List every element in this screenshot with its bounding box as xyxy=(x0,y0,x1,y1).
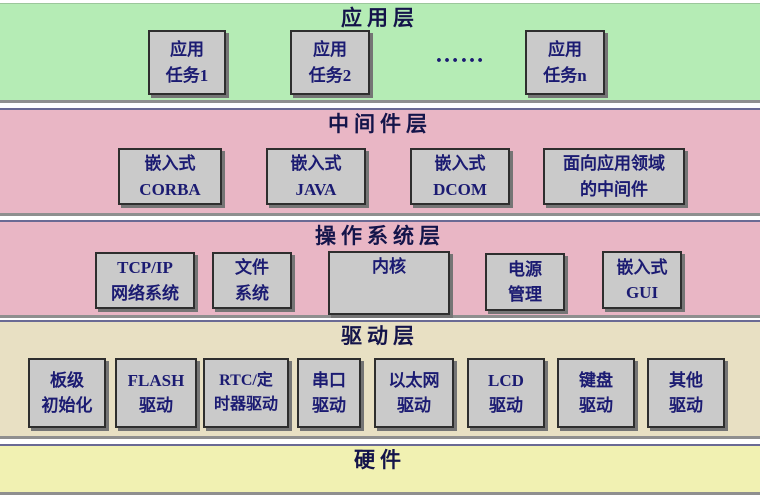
box-serial-driver: 串口 驱动 xyxy=(297,358,361,428)
box-label-line: DCOM xyxy=(433,179,487,199)
box-label-line: 面向应用领域 xyxy=(563,154,665,173)
box-embedded-java: 嵌入式 JAVA xyxy=(266,148,366,205)
box-label-line: 应用 xyxy=(313,40,347,59)
layer-hardware: 硬件 xyxy=(0,444,760,495)
box-label-line: 其他 xyxy=(669,370,703,390)
box-label-line: RTC/定 xyxy=(219,372,273,389)
ellipsis-dots: …… xyxy=(435,42,485,68)
layer-title-os: 操作系统层 xyxy=(315,224,445,248)
box-flash-driver: FLASH 驱动 xyxy=(115,358,197,428)
box-label-line: 初始化 xyxy=(41,396,93,415)
box-tcpip-network: TCP/IP 网络系统 xyxy=(95,252,195,309)
layer-title-hardware: 硬件 xyxy=(354,448,406,472)
box-label-line: GUI xyxy=(625,283,659,302)
layer-middleware: 中间件层 嵌入式 CORBA 嵌入式 JAVA 嵌入式 DCOM 面向应用领域 … xyxy=(0,108,760,216)
box-label-line: 管理 xyxy=(508,285,542,304)
box-ethernet-driver: 以太网 驱动 xyxy=(374,358,454,428)
box-label-line: 键盘 xyxy=(579,370,613,390)
box-label-line: CORBA xyxy=(139,179,201,199)
box-label-line: 的中间件 xyxy=(580,179,648,199)
box-label-line: 文件 xyxy=(235,258,269,277)
box-other-driver: 其他 驱动 xyxy=(647,358,725,428)
layer-application: 应用层 应用 任务1 应用 任务2 …… 应用 任务n xyxy=(0,3,760,103)
box-label-line: 任务2 xyxy=(308,65,352,85)
box-label-line: 嵌入式 xyxy=(616,257,668,277)
box-label-line: 板级 xyxy=(50,370,84,390)
layer-os: 操作系统层 TCP/IP 网络系统 文件 系统 内核 电源 管理 嵌入式 GUI xyxy=(0,220,760,318)
box-label-line: 系统 xyxy=(235,283,269,303)
box-keyboard-driver: 键盘 驱动 xyxy=(557,358,635,428)
box-app-task-1: 应用 任务1 xyxy=(148,30,226,95)
box-label-line: LCD xyxy=(488,370,524,390)
box-power-management: 电源 管理 xyxy=(485,253,565,311)
box-label-line: JAVA xyxy=(295,179,337,199)
box-label-line: 串口 xyxy=(312,370,346,390)
box-rtc-timer-driver: RTC/定 时器驱动 xyxy=(203,358,289,428)
box-kernel: 内核 xyxy=(328,251,450,315)
box-label-line: 应用 xyxy=(548,40,582,59)
box-app-task-2: 应用 任务2 xyxy=(290,30,370,95)
box-label-line: TCP/IP xyxy=(117,258,173,277)
box-domain-middleware: 面向应用领域 的中间件 xyxy=(543,148,685,205)
box-file-system: 文件 系统 xyxy=(212,252,292,309)
box-label-line: 嵌入式 xyxy=(290,154,342,173)
layer-driver: 驱动层 板级 初始化 FLASH 驱动 RTC/定 时器驱动 串口 驱动 以太网… xyxy=(0,320,760,439)
layer-title-application: 应用层 xyxy=(341,6,419,30)
layer-title-driver: 驱动层 xyxy=(341,324,419,348)
box-board-init: 板级 初始化 xyxy=(28,358,106,428)
box-embedded-gui: 嵌入式 GUI xyxy=(602,251,682,309)
box-label-line: 网络系统 xyxy=(111,283,179,303)
box-lcd-driver: LCD 驱动 xyxy=(467,358,545,428)
box-label-line: FLASH xyxy=(127,370,185,390)
box-label-line: 驱动 xyxy=(139,396,173,415)
box-label-line: 嵌入式 xyxy=(434,154,486,173)
box-label-line: 驱动 xyxy=(312,396,346,415)
box-embedded-corba: 嵌入式 CORBA xyxy=(118,148,222,205)
box-label-line: 驱动 xyxy=(397,396,431,415)
box-label-line: 驱动 xyxy=(579,396,613,415)
box-label-line: 驱动 xyxy=(669,396,703,415)
box-label-line: 应用 xyxy=(170,40,204,59)
box-label-line: 任务n xyxy=(543,65,587,85)
box-label-line: 内核 xyxy=(372,257,406,276)
box-label-line: 时器驱动 xyxy=(213,396,278,413)
box-label-line: 以太网 xyxy=(388,370,440,390)
box-label-line: 任务1 xyxy=(165,65,209,85)
box-label-line: 电源 xyxy=(508,259,542,279)
box-app-task-n: 应用 任务n xyxy=(525,30,605,95)
box-label-line: 嵌入式 xyxy=(144,154,196,173)
layer-title-middleware: 中间件层 xyxy=(328,112,432,136)
box-embedded-dcom: 嵌入式 DCOM xyxy=(410,148,510,205)
box-label-line: 驱动 xyxy=(489,396,523,415)
